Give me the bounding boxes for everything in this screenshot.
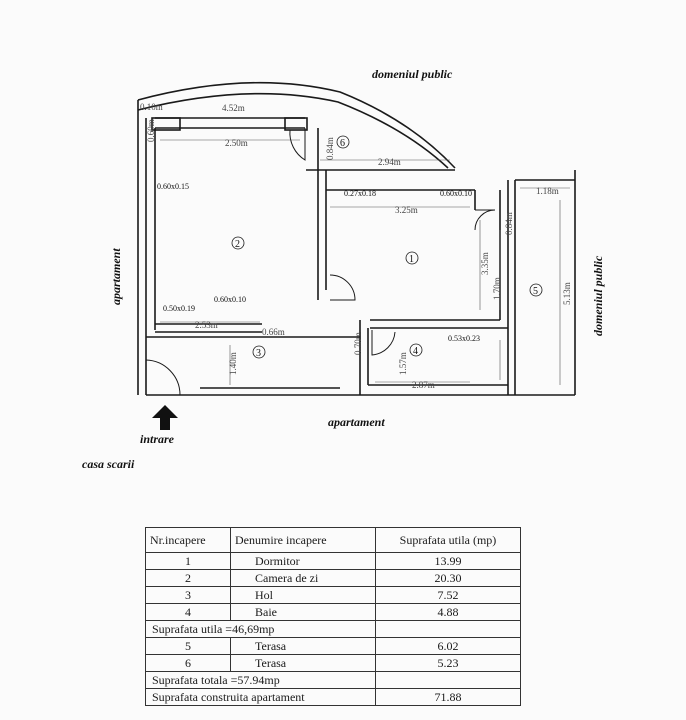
floor-plan: 4.52m 2.50m 2.94m 3.25m 2.53m 2.87m 1.18…: [82, 67, 605, 471]
room-number: 1: [409, 254, 414, 265]
dim-label: 0.10m: [140, 102, 163, 112]
table-total-row: Suprafata totala =57.94mp: [145, 671, 521, 689]
room-number: 5: [533, 286, 538, 297]
cell-nr: 1: [145, 552, 231, 570]
dim-label: 5.13m: [562, 282, 572, 305]
dim-label: 0.70m: [353, 332, 363, 355]
table-subtotal-row: Suprafata utila =46,69mp: [145, 620, 521, 638]
dim-label: 2.53m: [195, 320, 218, 330]
label-public-right: domeniul public: [591, 255, 605, 336]
label-public-top: domeniul public: [372, 67, 453, 81]
cell-area: 20.30: [375, 569, 521, 587]
label-apartment-left: apartament: [109, 248, 123, 305]
table-row: 3 Hol 7.52: [145, 586, 521, 604]
dim-label: 3.25m: [395, 205, 418, 215]
opening-annotation: 0.53x0.23: [448, 334, 480, 343]
opening-annotation: 0.60x0.15: [157, 182, 189, 191]
cell-name: Hol: [230, 586, 376, 604]
dimension-lines: [160, 139, 570, 385]
dim-label: 1.40m: [228, 352, 238, 375]
dim-label: 3.35m: [480, 252, 490, 275]
cell-area: 7.52: [375, 586, 521, 604]
header-name: Denumire incapere: [230, 527, 376, 553]
header-area: Suprafata utila (mp): [375, 527, 521, 553]
constructed-value: 71.88: [375, 688, 521, 706]
label-stair: casa scarii: [82, 457, 135, 471]
dim-label: 2.87m: [412, 380, 435, 390]
total-blank: [375, 671, 521, 689]
dim-label: 2.94m: [378, 157, 401, 167]
cell-area: 6.02: [375, 637, 521, 655]
table-row: 1 Dormitor 13.99: [145, 552, 521, 570]
dim-label: 1.70m: [492, 277, 502, 300]
header-nr: Nr.incapere: [145, 527, 231, 553]
cell-name: Camera de zi: [230, 569, 376, 587]
area-table: Nr.incapere Denumire incapere Suprafata …: [145, 527, 521, 706]
opening-annotations: 0.60x0.15 0.27x0.18 0.60x0.10 0.50x0.19 …: [157, 182, 480, 343]
cell-area: 4.88: [375, 603, 521, 621]
total-area: Suprafata totala =57.94mp: [145, 671, 376, 689]
table-row: 4 Baie 4.88: [145, 603, 521, 621]
label-entrance: intrare: [140, 432, 175, 446]
room-number: 4: [413, 346, 418, 357]
cell-nr: 6: [145, 654, 231, 672]
opening-annotation: 0.60x0.10: [214, 295, 246, 304]
subtotal-util: Suprafata utila =46,69mp: [145, 620, 376, 638]
dim-label: 0.84m: [504, 212, 514, 235]
label-apartment-bottom: apartament: [328, 415, 385, 429]
dimension-labels: 4.52m 2.50m 2.94m 3.25m 2.53m 2.87m 1.18…: [140, 102, 572, 390]
room-number: 6: [340, 138, 345, 149]
cell-nr: 3: [145, 586, 231, 604]
opening-annotation: 0.60x0.10: [440, 189, 472, 198]
room-number: 2: [235, 239, 240, 250]
dim-label: 2.50m: [225, 138, 248, 148]
cell-name: Baie: [230, 603, 376, 621]
cell-name: Terasa: [230, 637, 376, 655]
table-row: 5 Terasa 6.02: [145, 637, 521, 655]
opening-annotation: 0.50x0.19: [163, 304, 195, 313]
dim-label: 4.52m: [222, 103, 245, 113]
dim-label: 0.66m: [262, 327, 285, 337]
cell-area: 5.23: [375, 654, 521, 672]
table-row: 6 Terasa 5.23: [145, 654, 521, 672]
constructed-label: Suprafata construita apartament: [145, 688, 376, 706]
table-constructed-row: Suprafata construita apartament 71.88: [145, 688, 521, 706]
cell-name: Dormitor: [230, 552, 376, 570]
dim-label: 1.57m: [398, 352, 408, 375]
subtotal-blank: [375, 620, 521, 638]
doors: [145, 128, 496, 396]
cell-nr: 4: [145, 603, 231, 621]
cell-nr: 2: [145, 569, 231, 587]
entrance-arrow-icon: [152, 405, 178, 430]
room-number: 3: [256, 348, 261, 359]
cell-name: Terasa: [230, 654, 376, 672]
dim-label: 1.18m: [536, 186, 559, 196]
dim-label: 0.84m: [325, 137, 335, 160]
cell-area: 13.99: [375, 552, 521, 570]
cell-nr: 5: [145, 637, 231, 655]
table-row: 2 Camera de zi 20.30: [145, 569, 521, 587]
opening-annotation: 0.27x0.18: [344, 189, 376, 198]
dim-label: 0.60m: [146, 119, 156, 142]
table-header-row: Nr.incapere Denumire incapere Suprafata …: [145, 527, 521, 553]
room-markers: [231, 135, 543, 359]
